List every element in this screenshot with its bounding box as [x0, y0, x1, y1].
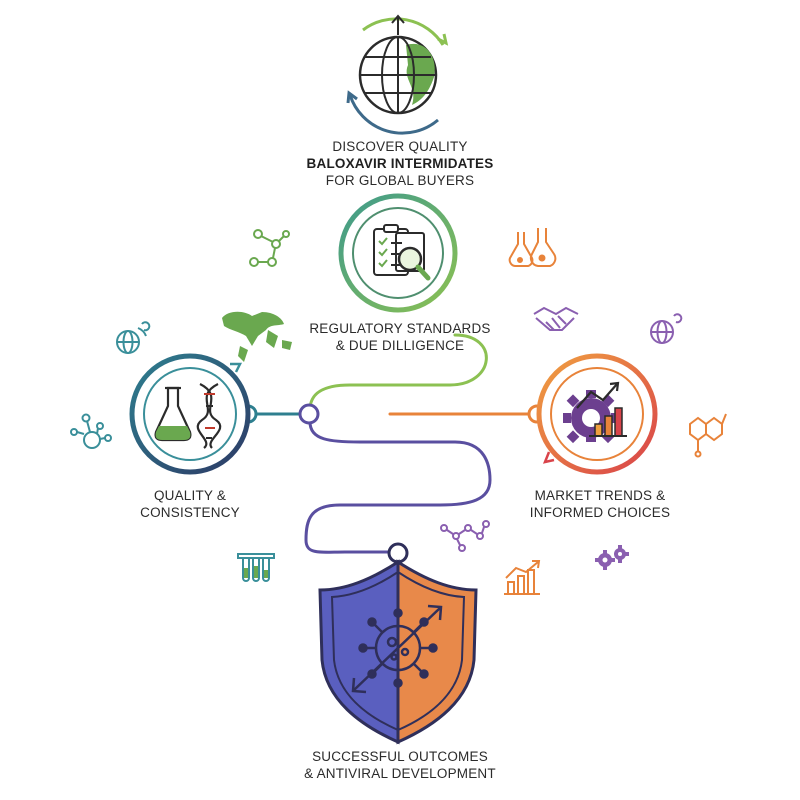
growth-chart-icon [504, 560, 541, 595]
virus-shield-icon [318, 559, 478, 745]
small-globe-icon [650, 313, 683, 344]
step-regulatory-label: REGULATORY STANDARDS & DUE DILLIGENCE [290, 320, 510, 354]
step-outcome-label: SUCCESSFUL OUTCOMES & ANTIVIRAL DEVELOPM… [270, 748, 530, 782]
regulatory-line-2: & DUE DILLIGENCE [335, 338, 465, 353]
flask-dna-icon [154, 383, 222, 449]
market-line-1: MARKET TRENDS & [534, 488, 666, 503]
header-line-1: DISCOVER QUALITY [332, 139, 468, 154]
path-regulatory-to-center [308, 333, 488, 412]
market-line-2: INFORMED CHOICES [529, 505, 671, 520]
step-market-label: MARKET TRENDS & INFORMED CHOICES [510, 487, 690, 521]
globe-icon [346, 14, 449, 135]
quality-ring [129, 353, 251, 475]
gear-chart-icon [563, 381, 627, 444]
handshake-icon [533, 306, 579, 331]
gears-icon [595, 545, 629, 570]
molecule-icon [70, 413, 112, 449]
path-center-to-shield [304, 420, 492, 554]
molecule-icon [689, 413, 727, 458]
lab-flasks-icon [508, 228, 557, 267]
header-title: DISCOVER QUALITY BALOXAVIR INTERMIDATES … [260, 138, 540, 189]
quality-line-2: CONSISTENCY [140, 505, 240, 520]
small-globe-icon [116, 321, 151, 354]
connector-paths [246, 333, 532, 554]
junction-nodes [238, 403, 547, 564]
regulatory-line-1: REGULATORY STANDARDS [309, 321, 491, 336]
header-line-3: FOR GLOBAL BUYERS [325, 173, 475, 188]
header-line-2: BALOXAVIR INTERMIDATES [306, 156, 494, 171]
quality-line-1: QUALITY & [153, 488, 227, 503]
junction-center [298, 403, 320, 425]
outcome-line-2: & ANTIVIRAL DEVELOPMENT [304, 766, 496, 781]
test-tubes-icon [237, 553, 275, 582]
junction-shield [387, 542, 409, 564]
molecule-icon [440, 520, 490, 552]
molecule-icon [249, 229, 290, 267]
step-quality-label: QUALITY & CONSISTENCY [110, 487, 270, 521]
outcome-line-1: SUCCESSFUL OUTCOMES [312, 749, 488, 764]
regulatory-ring [338, 193, 458, 313]
market-ring [536, 353, 658, 475]
checklist-search-icon [373, 224, 431, 281]
world-map-icon [222, 311, 292, 362]
virus-icon [351, 604, 443, 694]
